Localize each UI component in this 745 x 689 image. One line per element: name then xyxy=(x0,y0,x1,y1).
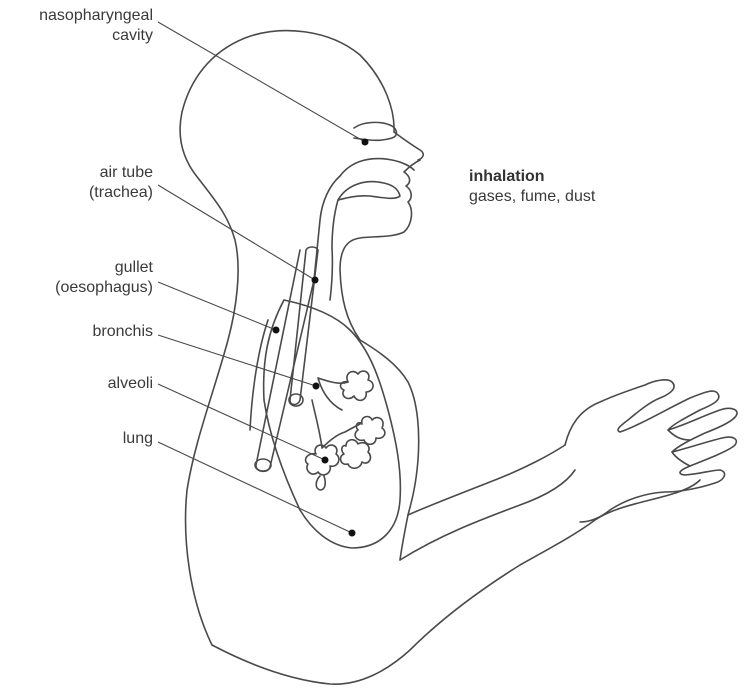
alveoli-cluster-2 xyxy=(355,417,385,445)
alveoli-cluster-3 xyxy=(341,440,371,469)
dot-lung xyxy=(349,530,356,537)
inhalation-note: inhalation gases, fume, dust xyxy=(469,167,595,207)
label-gullet-line1: gullet xyxy=(55,258,153,278)
label-nasopharyngeal-cavity: nasopharyngeal cavity xyxy=(39,6,153,46)
label-alveoli: alveoli xyxy=(108,374,153,394)
label-alveoli-text: alveoli xyxy=(108,374,153,394)
label-bronchis: bronchis xyxy=(93,322,153,342)
arm-upper-outline xyxy=(400,445,575,560)
inhalation-subtitle: gases, fume, dust xyxy=(469,187,595,207)
label-air-tube-line1: air tube xyxy=(89,163,153,183)
lung-outline xyxy=(264,300,401,548)
label-nasopharyngeal-line1: nasopharyngeal xyxy=(39,6,153,26)
label-gullet-line2: (oesophagus) xyxy=(55,278,153,298)
label-air-tube-line2: (trachea) xyxy=(89,183,153,203)
label-bronchis-text: bronchis xyxy=(93,322,153,342)
label-lung: lung xyxy=(123,429,153,449)
hand-outline xyxy=(565,380,737,522)
dot-alveoli xyxy=(322,457,329,464)
label-air-tube: air tube (trachea) xyxy=(89,163,153,203)
mouth-opening xyxy=(354,122,397,140)
leader-oesophagus xyxy=(158,282,276,330)
bronchi xyxy=(312,378,360,448)
dot-trachea xyxy=(312,277,319,284)
dot-oesophagus xyxy=(273,327,280,334)
head-back-outline xyxy=(180,31,394,645)
inner-back-line xyxy=(250,320,268,430)
alveoli-cluster-1 xyxy=(341,371,374,400)
alveoli-cluster-4 xyxy=(306,445,339,490)
arm-lower-outline xyxy=(212,480,700,684)
face-outline xyxy=(340,132,423,340)
inhalation-title: inhalation xyxy=(469,167,595,187)
label-gullet: gullet (oesophagus) xyxy=(55,258,153,298)
leader-bronchis xyxy=(158,335,316,386)
dot-nasopharyngeal xyxy=(362,139,369,146)
nasal-cavity xyxy=(338,159,414,200)
leader-trachea xyxy=(158,185,315,280)
label-nasopharyngeal-line2: cavity xyxy=(39,26,153,46)
oesophagus-end xyxy=(255,459,271,471)
dot-bronchis xyxy=(313,383,320,390)
label-lung-text: lung xyxy=(123,429,153,449)
